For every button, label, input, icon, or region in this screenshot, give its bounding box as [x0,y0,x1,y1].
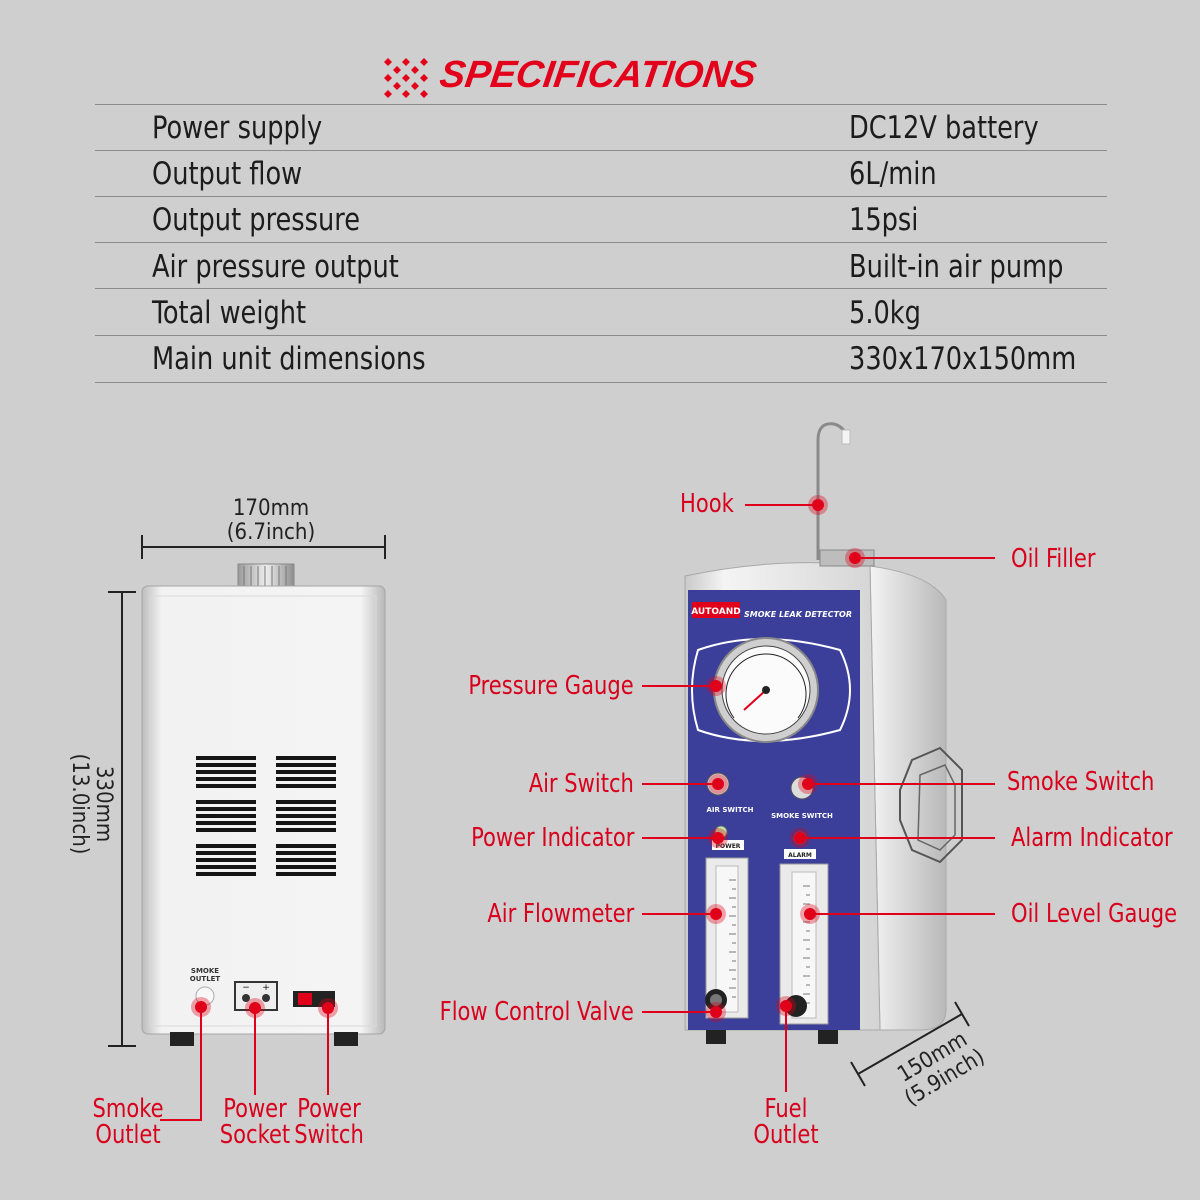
width-inch-label: (6.7inch) [226,520,316,545]
callout-text: Outlet [95,1120,161,1150]
vent-slot [196,763,256,767]
vent-slot [276,763,336,767]
alarm-indicator-callout: Alarm Indicator [1011,823,1173,853]
spec-label: Output pressure [152,202,360,238]
vent-slot [196,865,256,869]
vent-slot [276,872,336,876]
fuel-outlet-callout: Fuel Outlet [750,1096,822,1148]
divider [95,196,1107,197]
vent-slot [276,784,336,788]
vent-slot [196,858,256,862]
vent-slot [276,865,336,869]
divider [95,382,1107,383]
spec-value: 5.0kg [849,295,921,331]
callout-text: Outlet [753,1120,819,1150]
divider [95,335,1107,336]
power-panel-label: POWER [716,843,741,850]
spec-value: 15psi [849,202,919,238]
smoke-switch-callout: Smoke Switch [1007,767,1155,797]
spec-label: Output flow [152,156,303,192]
smoke-outlet-callout: Smoke Outlet [92,1096,164,1148]
callout-dot [706,495,865,1022]
vent-slot [276,800,336,804]
vent-slot [276,828,336,832]
spec-value: 330x170x150mm [849,341,1077,377]
divider [95,150,1107,151]
power-socket-callout: Power Socket [218,1096,292,1148]
vent-slot [196,814,256,818]
oil-filler-callout: Oil Filler [1011,544,1096,574]
air-switch-callout: Air Switch [528,769,634,799]
vent-slot [276,756,336,760]
vent-slot [276,770,336,774]
height-inch-label: (13.0inch) [67,753,92,855]
width-mm-label: 170mm [232,496,310,521]
hook-callout: Hook [680,489,734,519]
vent-slot [196,784,256,788]
vent-slot [196,872,256,876]
page-title: SPECIFICATIONS [437,54,760,96]
callout-text: Fuel [764,1094,808,1124]
spec-label: Air pressure output [152,249,399,285]
callout-text: Socket [219,1120,291,1150]
spec-label: Power supply [152,110,323,146]
callout-text: Switch [294,1120,364,1150]
specifications-header: SPECIFICATIONS [0,0,1200,110]
vent-slot [276,851,336,855]
callout-text: Power [223,1094,287,1124]
divider [95,104,1107,105]
power-indicator-callout: Power Indicator [470,823,634,853]
vent-slot [276,777,336,781]
vent-slot [196,851,256,855]
vent-slot [196,844,256,848]
vent-slot [276,821,336,825]
front-view-illustration: AUTOAND SMOKE LEAK DETECTOR AIR SWITCH S… [642,422,995,1092]
diamond-grid-icon [384,58,428,98]
height-dimension: 330mm (13.0inch) [67,739,116,869]
vent-slot [196,828,256,832]
divider [95,242,1107,243]
spec-value: DC12V battery [849,110,1039,146]
vent-slot [196,821,256,825]
vent-slot [196,800,256,804]
vent-slot [196,770,256,774]
height-mm-label: 330mm [91,765,116,843]
pressure-gauge-callout: Pressure Gauge [468,671,634,701]
smoke-switch-panel-label: SMOKE SWITCH [771,812,833,820]
vent-slot [276,807,336,811]
vent-slot [196,807,256,811]
vent-slot [276,844,336,848]
product-label: SMOKE LEAK DETECTOR [744,610,852,619]
brand-label: AUTOAND [691,607,741,617]
spec-value: Built-in air pump [849,249,1064,285]
vent-slot [196,777,256,781]
vent-slot [196,756,256,760]
air-switch-panel-label: AIR SWITCH [707,806,754,814]
power-switch-callout: Power Switch [292,1096,366,1148]
spec-value: 6L/min [849,156,937,192]
svg-text:−: − [242,983,250,993]
oil-level-gauge-callout: Oil Level Gauge [1011,899,1178,929]
alarm-panel-label: ALARM [788,852,812,859]
vent-slot [276,814,336,818]
vent-slot [276,858,336,862]
spec-label: Main unit dimensions [152,341,426,377]
width-dimension: 170mm (6.7inch) [206,497,336,545]
svg-text:+: + [262,983,270,993]
divider [95,288,1107,289]
spec-label: Total weight [152,295,307,331]
air-flowmeter-callout: Air Flowmeter [487,899,634,929]
callout-text: Power [297,1094,361,1124]
callout-text: Smoke [92,1094,164,1124]
flow-control-valve-callout: Flow Control Valve [439,997,634,1027]
